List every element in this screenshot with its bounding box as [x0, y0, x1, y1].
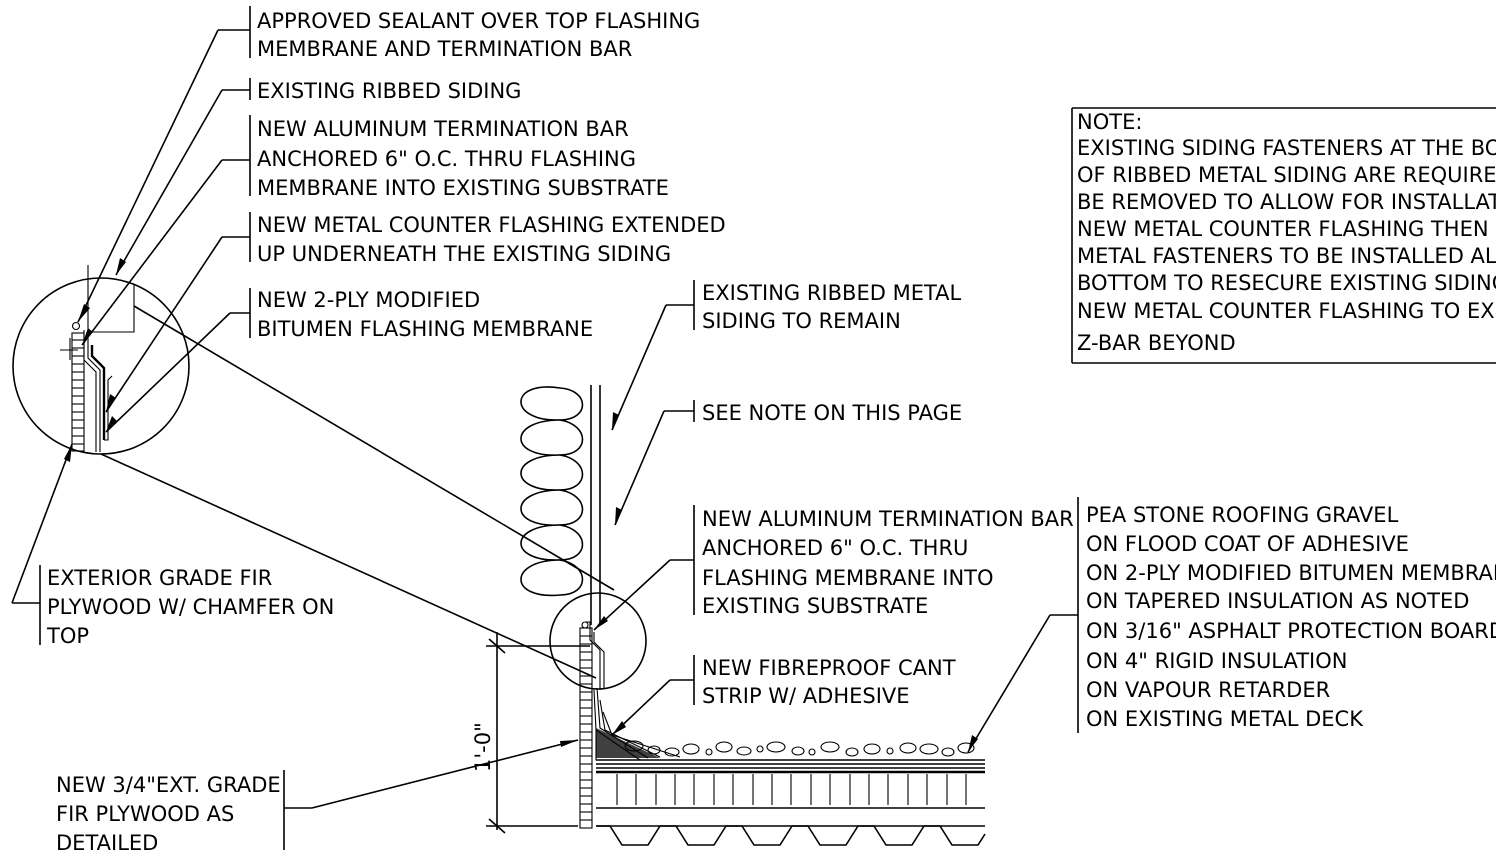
- callout-top-sealant-line-1: APPROVED SEALANT OVER TOP FLASHING: [257, 9, 700, 33]
- small-detail-circle: [549, 592, 647, 690]
- roof-assembly-line-5: ON 3/16" ASPHALT PROTECTION BOARD: [1086, 619, 1496, 643]
- callout-term-bar-detail-line-2: ANCHORED 6" O.C. THRU FLASHING: [257, 147, 636, 171]
- height-dimension: 1'-0": [471, 632, 590, 834]
- note-line-5: METAL FASTENERS TO BE INSTALLED ALONG: [1077, 244, 1496, 268]
- roof-assembly-line-4: ON TAPERED INSULATION AS NOTED: [1086, 589, 1469, 613]
- callout-ribbed-metal-line-1: EXISTING RIBBED METAL: [702, 281, 962, 305]
- callout-ribbed-siding: EXISTING RIBBED SIDING: [115, 78, 521, 276]
- callout-term-bar-main-line-3: FLASHING MEMBRANE INTO: [702, 566, 994, 590]
- note-box: NOTE: EXISTING SIDING FASTENERS AT THE B…: [1071, 107, 1496, 364]
- roof-assembly-line-2: ON FLOOD COAT OF ADHESIVE: [1086, 532, 1409, 556]
- callout-term-bar-main: NEW ALUMINUM TERMINATION BAR ANCHORED 6"…: [593, 505, 1074, 631]
- note-line-3: BE REMOVED TO ALLOW FOR INSTALLATION OF: [1077, 190, 1496, 214]
- callout-flashing-membrane: NEW 2-PLY MODIFIED BITUMEN FLASHING MEMB…: [105, 288, 593, 433]
- callout-plywood-new-line-2: FIR PLYWOOD AS: [56, 802, 234, 826]
- callout-term-bar-detail-line-1: NEW ALUMINUM TERMINATION BAR: [257, 117, 629, 141]
- callout-plywood-chamfer: EXTERIOR GRADE FIR PLYWOOD W/ CHAMFER ON…: [11, 443, 334, 648]
- callout-see-note-line-1: SEE NOTE ON THIS PAGE: [702, 401, 962, 425]
- note-line-4: NEW METAL COUNTER FLASHING THEN NEW: [1077, 217, 1496, 241]
- ribbed-metal-siding: [590, 385, 601, 625]
- callout-top-sealant-line-2: MEMBRANE AND TERMINATION BAR: [257, 37, 632, 61]
- roof-assembly-line-7: ON VAPOUR RETARDER: [1086, 678, 1330, 702]
- note-line-8: Z-BAR BEYOND: [1077, 331, 1236, 355]
- note-heading: NOTE:: [1077, 110, 1142, 134]
- callout-term-bar-detail-line-3: MEMBRANE INTO EXISTING SUBSTRATE: [257, 176, 669, 200]
- callout-flashing-membrane-line-1: NEW 2-PLY MODIFIED: [257, 288, 480, 312]
- plywood-upstand: [579, 627, 593, 829]
- callout-counter-flashing-line-1: NEW METAL COUNTER FLASHING EXTENDED: [257, 213, 726, 237]
- callout-ribbed-metal: EXISTING RIBBED METAL SIDING TO REMAIN: [611, 280, 962, 431]
- note-line-6: BOTTOM TO RESECURE EXISTING SIDING THRU: [1077, 271, 1496, 295]
- roof-assembly-line-6: ON 4" RIGID INSULATION: [1086, 649, 1348, 673]
- callout-plywood-chamfer-line-1: EXTERIOR GRADE FIR: [47, 566, 272, 590]
- callout-top-sealant: APPROVED SEALANT OVER TOP FLASHING MEMBR…: [77, 6, 700, 323]
- callout-plywood-new: NEW 3/4"EXT. GRADE FIR PLYWOOD AS DETAIL…: [56, 739, 579, 853]
- detail-projection-lines: [100, 305, 615, 679]
- callout-counter-flashing-line-2: UP UNDERNEATH THE EXISTING SIDING: [257, 242, 671, 266]
- roof-assembly-line-8: ON EXISTING METAL DECK: [1086, 707, 1364, 731]
- roof-assembly-line-3: ON 2-PLY MODIFIED BITUMEN MEMBRANE: [1086, 561, 1496, 585]
- enlarged-detail-circle: [12, 265, 190, 455]
- callout-cant-strip: NEW FIBREPROOF CANT STRIP W/ ADHESIVE: [611, 655, 956, 736]
- roof-assembly-layers: [596, 759, 986, 846]
- callout-cant-strip-line-1: NEW FIBREPROOF CANT: [702, 656, 956, 680]
- callout-roof-assembly: PEA STONE ROOFING GRAVEL ON FLOOD COAT O…: [967, 497, 1496, 753]
- callout-ribbed-metal-line-2: SIDING TO REMAIN: [702, 309, 901, 333]
- callout-ribbed-siding-line-1: EXISTING RIBBED SIDING: [257, 79, 521, 103]
- callout-flashing-membrane-line-2: BITUMEN FLASHING MEMBRANE: [257, 317, 593, 341]
- cant-strip-and-membrane: [593, 687, 681, 761]
- note-line-1: EXISTING SIDING FASTENERS AT THE BOTTOM: [1077, 136, 1496, 160]
- callout-term-bar-main-line-4: EXISTING SUBSTRATE: [702, 594, 928, 618]
- callout-plywood-chamfer-line-3: TOP: [46, 624, 89, 648]
- insulation-coil: [520, 386, 584, 597]
- callout-plywood-new-line-3: DETAILED: [56, 831, 158, 853]
- callout-term-bar-main-line-1: NEW ALUMINUM TERMINATION BAR: [702, 507, 1074, 531]
- callout-term-bar-main-line-2: ANCHORED 6" O.C. THRU: [702, 536, 968, 560]
- callout-plywood-chamfer-line-2: PLYWOOD W/ CHAMFER ON: [47, 595, 334, 619]
- callout-term-bar-detail: NEW ALUMINUM TERMINATION BAR ANCHORED 6"…: [81, 115, 669, 346]
- note-line-2: OF RIBBED METAL SIDING ARE REQUIRED TO: [1077, 163, 1496, 187]
- callout-see-note: SEE NOTE ON THIS PAGE: [614, 400, 962, 526]
- roof-assembly-line-1: PEA STONE ROOFING GRAVEL: [1086, 503, 1399, 527]
- callout-counter-flashing: NEW METAL COUNTER FLASHING EXTENDED UP U…: [105, 212, 726, 413]
- note-line-7: NEW METAL COUNTER FLASHING TO EXISTING: [1077, 299, 1496, 323]
- callout-cant-strip-line-2: STRIP W/ ADHESIVE: [702, 684, 910, 708]
- callout-plywood-new-line-1: NEW 3/4"EXT. GRADE: [56, 773, 281, 797]
- leader-arrowheads: [64, 258, 978, 752]
- pea-stone-gravel: [624, 740, 975, 757]
